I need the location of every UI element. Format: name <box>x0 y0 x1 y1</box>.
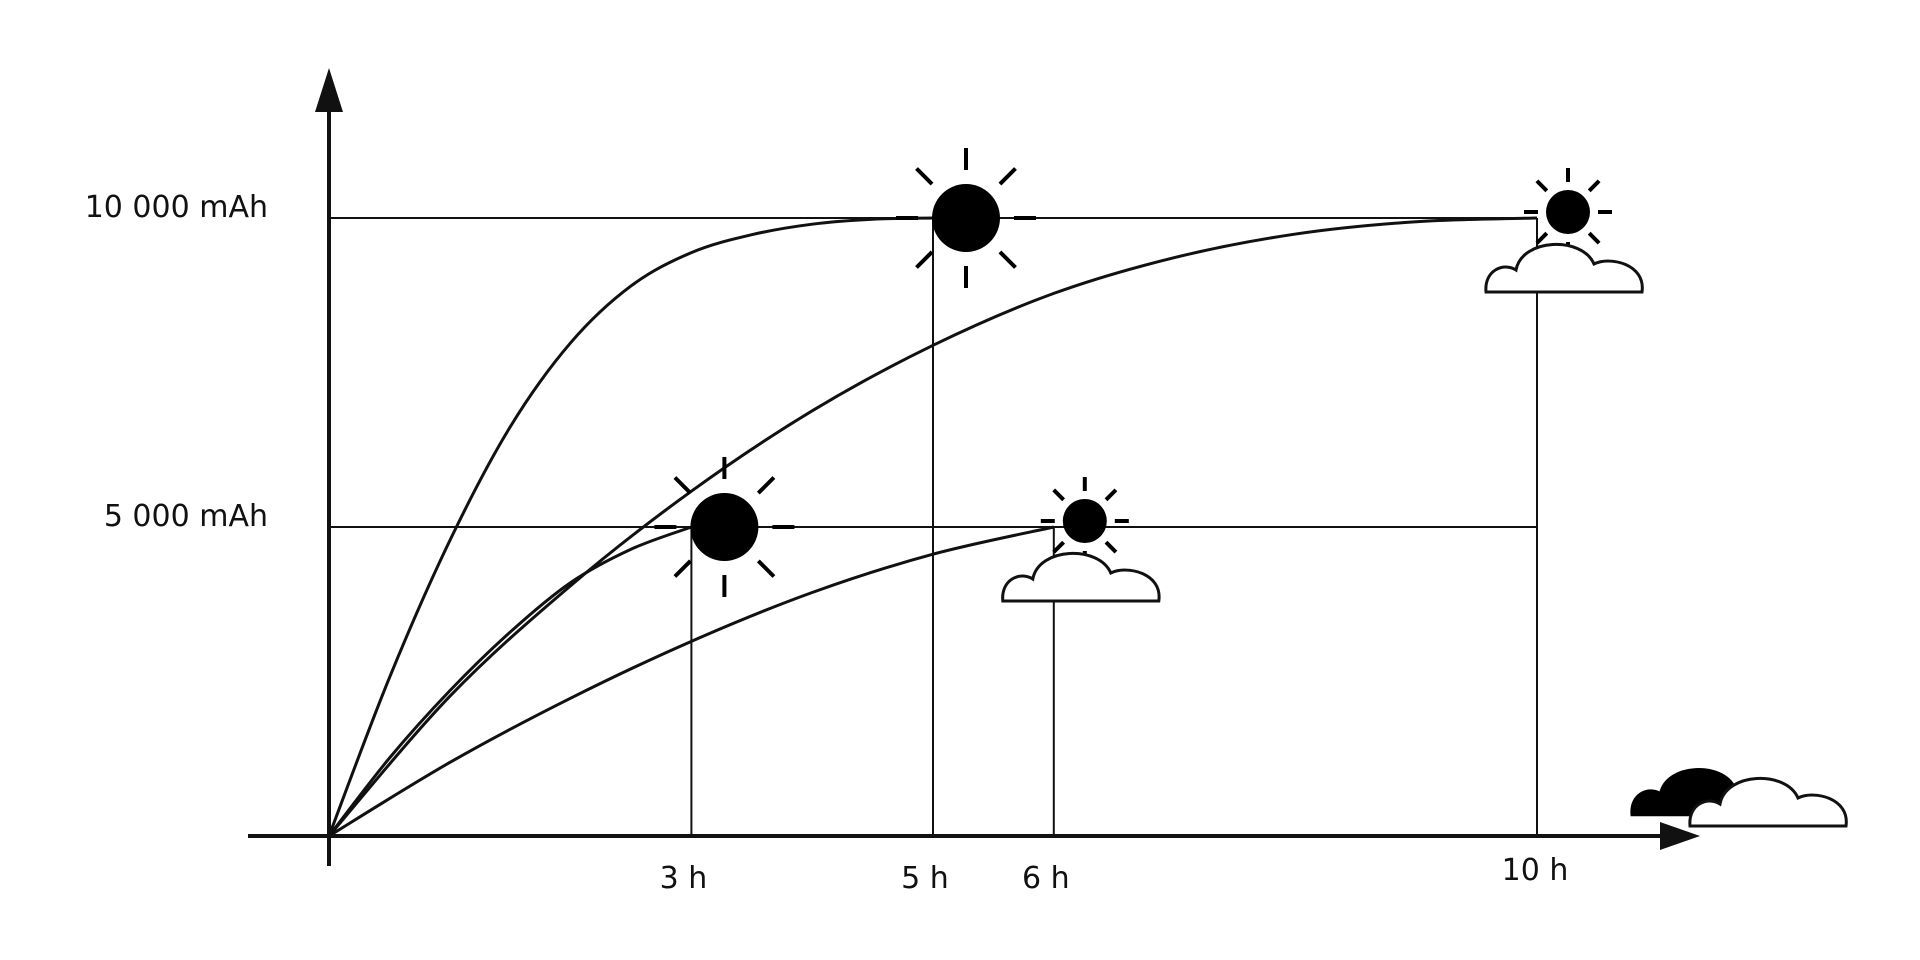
y-axis-arrow <box>315 68 343 112</box>
sun-ray <box>1104 488 1118 502</box>
sun-ray <box>1535 179 1549 193</box>
sun-ray <box>673 559 692 578</box>
sun-ray <box>1587 179 1601 193</box>
sun-ray <box>756 476 776 495</box>
charge-curve-3-partly-cloudy <box>328 525 1055 838</box>
sun-ray <box>1587 231 1601 245</box>
x-axis-arrow <box>1660 822 1700 850</box>
sun-ray <box>673 476 692 495</box>
sun-ray <box>1052 540 1066 554</box>
sun-ray <box>1052 488 1066 502</box>
sun-behind-cloud-icon <box>1484 168 1644 294</box>
sun-disc <box>690 493 759 561</box>
sun-ray <box>1535 231 1549 245</box>
sun-ray <box>998 167 1017 186</box>
sun-disc <box>932 184 1000 252</box>
tick-labels: 3 h 5 h 6 h 10 h 5 000 mAh 10 000 mAh <box>85 190 1569 896</box>
sun-icon <box>896 148 1036 288</box>
axes <box>248 68 1700 866</box>
sun-ray <box>998 250 1017 269</box>
x-tick-label-2: 6 h <box>1022 861 1070 896</box>
weather-icons <box>654 148 1848 828</box>
cloud-shape <box>1688 777 1848 828</box>
clouds-icon <box>1630 767 1848 828</box>
sun-ray <box>915 250 934 269</box>
sun-ray <box>756 559 776 578</box>
sun-ray <box>915 167 934 186</box>
x-tick-label-1: 5 h <box>901 861 949 896</box>
sun-icon <box>654 457 795 597</box>
sun-disc <box>1546 190 1590 234</box>
y-tick-label-1: 10 000 mAh <box>85 190 268 225</box>
sun-behind-cloud-icon <box>1001 477 1161 603</box>
sun-disc <box>1062 499 1107 543</box>
charge-curve-2-sunny <box>327 525 692 837</box>
x-tick-label-3: 10 h <box>1502 853 1569 888</box>
x-tick-label-0: 3 h <box>660 861 708 896</box>
cloud-shape <box>1484 243 1644 294</box>
cloud-shape <box>1001 552 1161 603</box>
charge-curve-1-partly-cloudy <box>327 216 1538 837</box>
y-tick-label-0: 5 000 mAh <box>104 499 268 534</box>
charge-curve-0-sunny <box>327 216 934 837</box>
reference-lines <box>329 217 1538 836</box>
sun-ray <box>1104 540 1118 554</box>
charge-curves <box>327 216 1538 838</box>
